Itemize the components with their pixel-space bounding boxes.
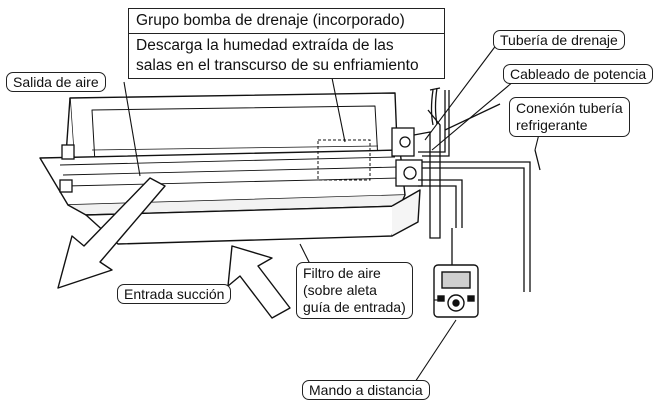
label-power-wiring: Cableado de potencia	[503, 64, 654, 84]
label-remote-control: Mando a distancia	[302, 380, 430, 400]
suction-arrow	[227, 245, 291, 319]
drain-pump-title: Grupo bomba de drenaje (incorporado)	[128, 8, 445, 34]
refrigerant-pipes	[418, 149, 541, 292]
drain-pump-highlight	[317, 139, 371, 181]
label-refrigerant-pipe: Conexión tubería refrigerante	[509, 97, 630, 137]
side-fittings	[59, 127, 423, 193]
front-panel	[39, 149, 406, 216]
label-suction-inlet: Entrada succión	[117, 284, 232, 304]
label-air-outlet: Salida de aire	[6, 72, 106, 92]
power-wiring	[418, 90, 501, 157]
air-outlet-arrow	[57, 177, 166, 289]
label-air-filter: Filtro de aire (sobre aleta guía de entr…	[296, 262, 413, 319]
drain-pump-description: Descarga la humedad extraída de las sala…	[128, 33, 445, 79]
remote-control-device	[433, 264, 479, 318]
label-drain-pipe: Tubería de drenaje	[493, 30, 625, 50]
inlet-flap	[85, 189, 421, 245]
remote-leader-line	[414, 319, 457, 383]
